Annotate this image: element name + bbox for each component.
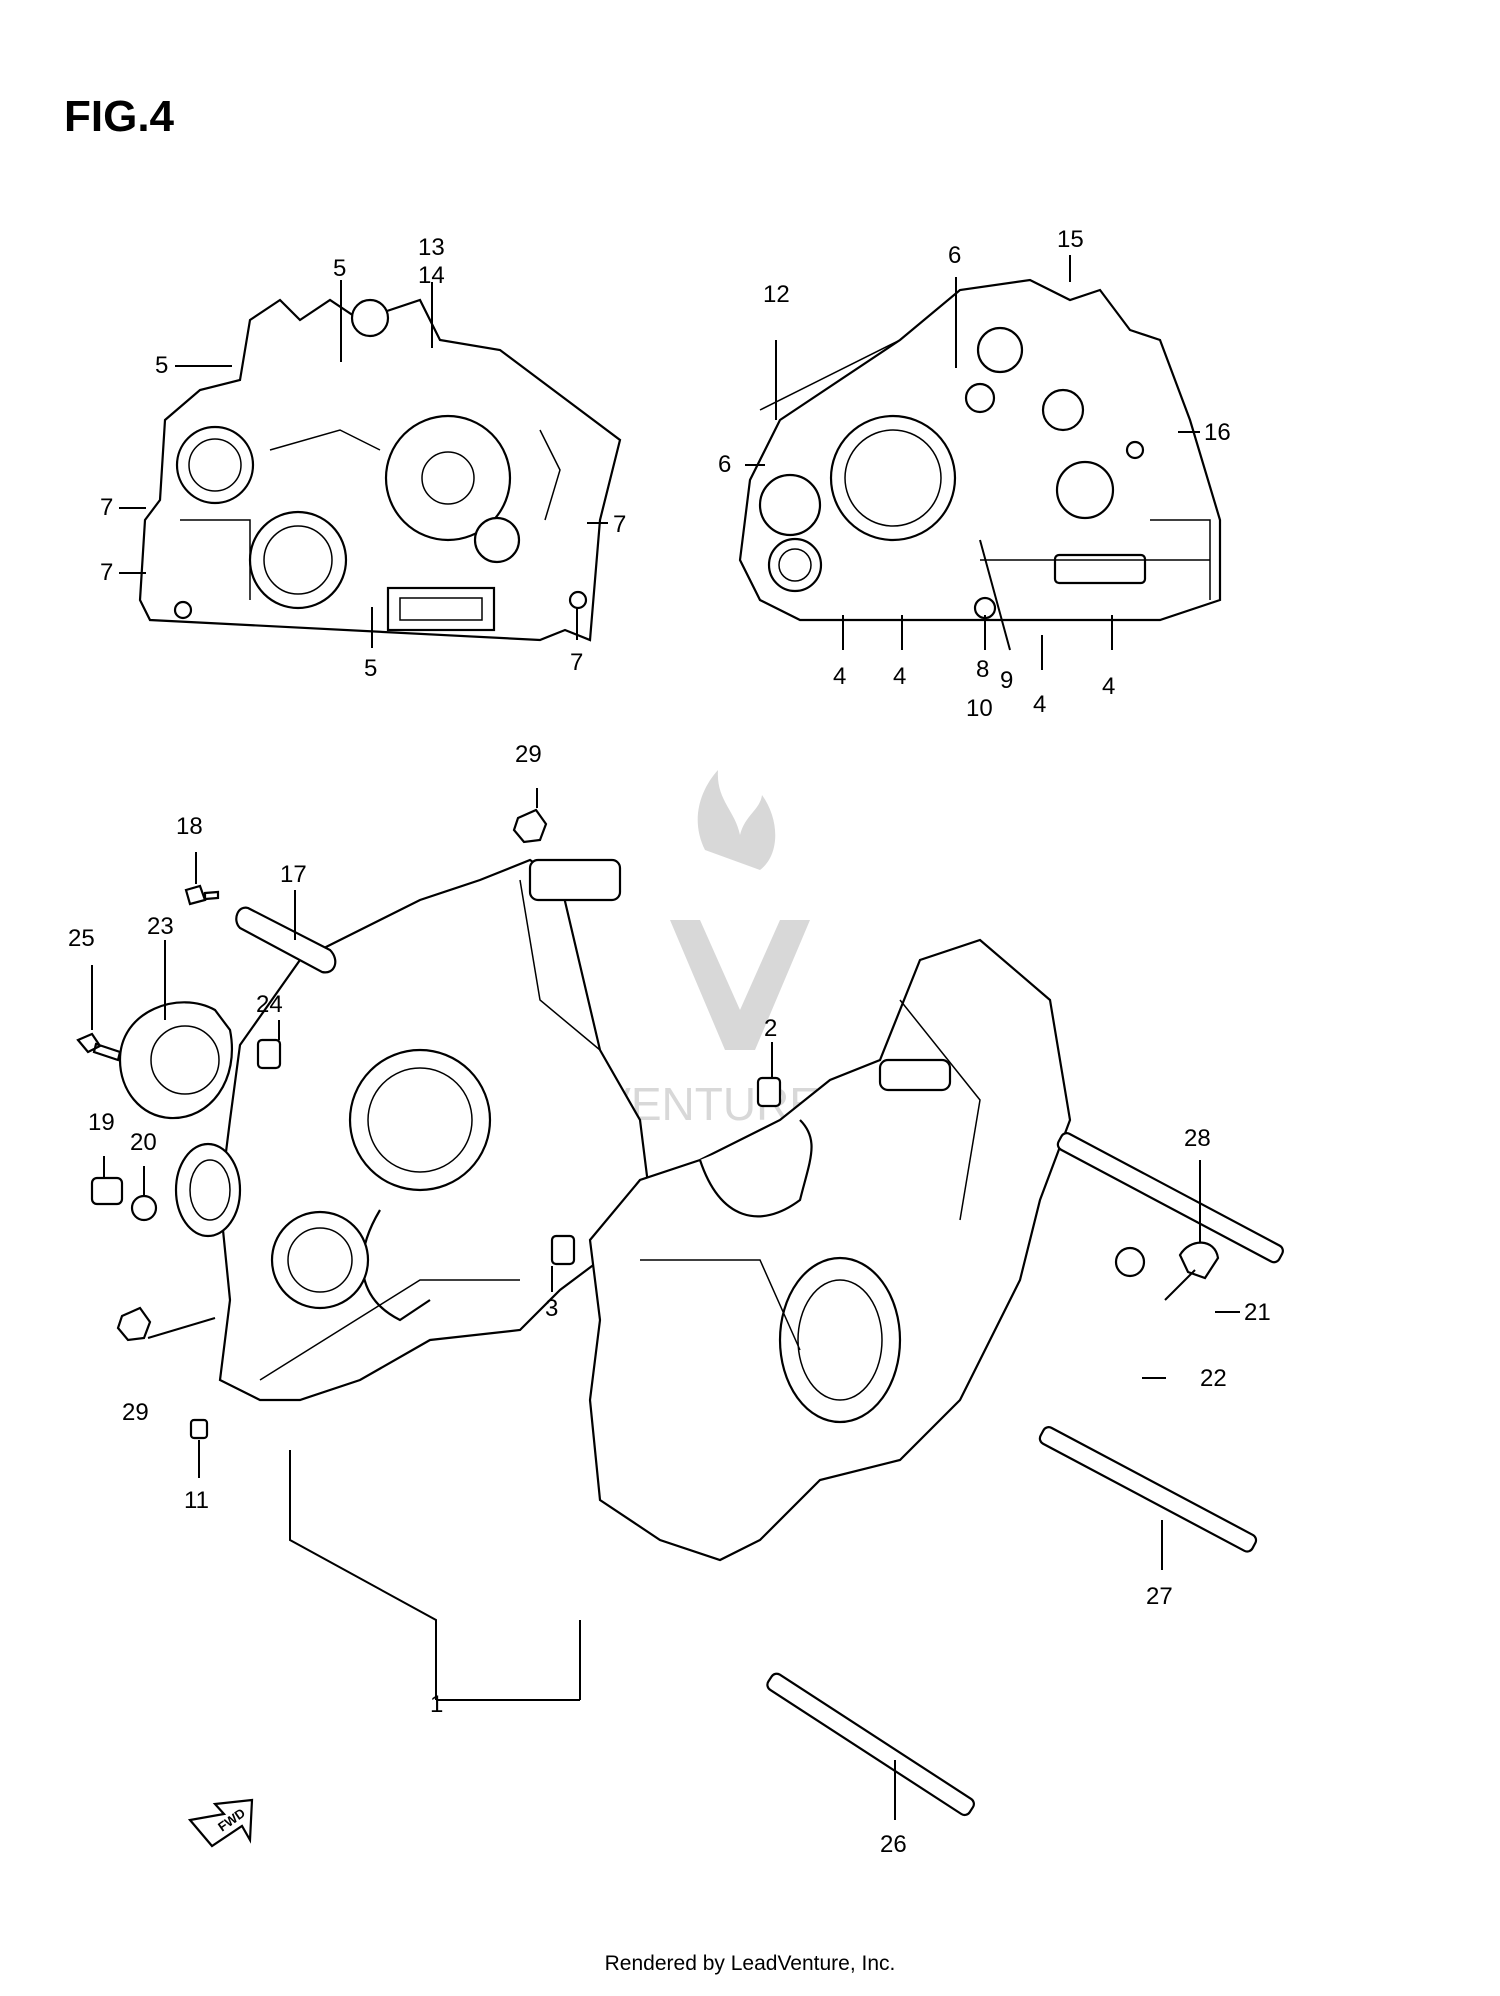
oil-filter-flange <box>174 1142 242 1238</box>
left-crankcase-inner-view <box>138 298 622 642</box>
dowel-pin-24 <box>256 1038 282 1070</box>
callout-5-b: 5 <box>333 255 346 282</box>
callout-9: 9 <box>1000 667 1013 694</box>
callout-4-b: 4 <box>893 663 906 690</box>
callout-25: 25 <box>68 925 95 952</box>
render-credit: Rendered by LeadVenture, Inc. <box>604 1952 896 1975</box>
callout-20: 20 <box>130 1129 157 1156</box>
callout-23: 23 <box>147 913 174 940</box>
nut-29-lower <box>116 1306 152 1342</box>
callout-1: 1 <box>430 1691 443 1718</box>
dowel-pin-3 <box>550 1234 576 1266</box>
leader-lines <box>91 255 1240 1820</box>
callout-10: 10 <box>966 695 993 722</box>
callout-15: 15 <box>1057 226 1084 253</box>
right-crankcase-half <box>588 938 1072 1562</box>
callout-27: 27 <box>1146 1583 1173 1610</box>
callout-14: 14 <box>418 262 445 289</box>
callout-13: 13 <box>418 234 445 261</box>
callout-22: 22 <box>1200 1365 1227 1392</box>
stud-bolt-26 <box>766 1672 975 1817</box>
washer-20 <box>130 1194 158 1222</box>
callout-24: 24 <box>256 991 283 1018</box>
plug-19 <box>90 1176 124 1206</box>
callout-8: 8 <box>976 656 989 683</box>
callout-7-d: 7 <box>570 649 583 676</box>
callout-12: 12 <box>763 281 790 308</box>
callout-18: 18 <box>176 813 203 840</box>
callout-7-b: 7 <box>100 559 113 586</box>
fwd-arrow-icon: FWD <box>187 1798 254 1848</box>
callout-numbers: 1 2 3 4 4 4 4 5 5 5 6 6 7 7 7 7 8 9 10 1… <box>68 226 1271 1858</box>
callout-16: 16 <box>1204 419 1231 446</box>
callout-19: 19 <box>88 1109 115 1136</box>
dowel-pin-2 <box>756 1076 782 1108</box>
callout-29-a: 29 <box>515 741 542 768</box>
callout-29-b: 29 <box>122 1399 149 1426</box>
callout-28: 28 <box>1184 1125 1211 1152</box>
pipe-17 <box>235 906 337 974</box>
o-ring-22 <box>1114 1246 1146 1278</box>
bolt-18 <box>184 884 220 906</box>
callout-17: 17 <box>280 861 307 888</box>
callout-7-c: 7 <box>613 511 626 538</box>
callout-11: 11 <box>184 1487 209 1514</box>
callout-6-a: 6 <box>948 242 961 269</box>
callout-4-a: 4 <box>833 663 846 690</box>
oil-level-gauge-21 <box>1164 1241 1220 1301</box>
callout-5-c: 5 <box>364 655 377 682</box>
callout-2: 2 <box>764 1015 777 1042</box>
cover-23 <box>118 1001 233 1120</box>
left-crankcase-half <box>218 858 652 1402</box>
callout-5-a: 5 <box>155 352 168 379</box>
callout-4-c: 4 <box>1033 691 1046 718</box>
callout-4-d: 4 <box>1102 673 1115 700</box>
nut-29-upper <box>512 808 548 844</box>
figure-title: FIG.4 <box>64 92 175 141</box>
stud-bolt-28 <box>1056 1132 1284 1264</box>
callout-3: 3 <box>545 1295 558 1322</box>
callout-7-a: 7 <box>100 494 113 521</box>
callout-6-b: 6 <box>718 451 731 478</box>
stud-bolt-27 <box>1038 1426 1258 1553</box>
callout-26: 26 <box>880 1831 907 1858</box>
plug-11 <box>189 1418 209 1440</box>
callout-21: 21 <box>1244 1299 1271 1326</box>
right-crankcase-inner-view <box>738 278 1222 622</box>
bolt-25 <box>76 1032 122 1062</box>
